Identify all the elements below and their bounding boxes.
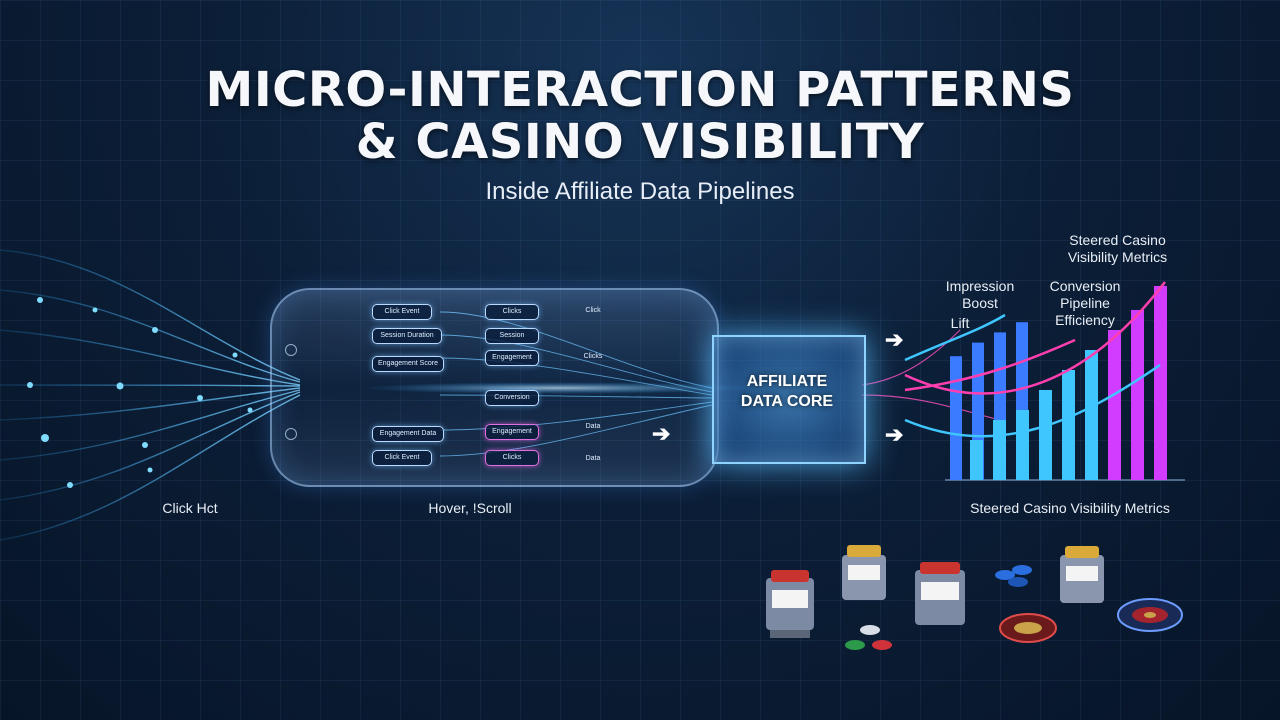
slot-machine-icon <box>766 570 814 638</box>
slot-machine-icon <box>915 562 965 625</box>
core-label: AFFILIATE DATA CORE <box>712 372 862 412</box>
core-label-line1: AFFILIATE <box>746 373 828 390</box>
pipeline-node: Clicks <box>485 450 539 466</box>
affiliate-data-core <box>712 335 866 464</box>
trend-line <box>904 363 1161 438</box>
pipeline-node: Data <box>585 455 601 462</box>
trend-line <box>904 313 1006 362</box>
pipeline-node: Session Duration <box>372 328 442 344</box>
port-icon <box>285 428 297 440</box>
chart-bar <box>1062 370 1075 480</box>
pipeline-node: Click <box>585 307 601 314</box>
pipeline-node: Click Event <box>372 304 432 320</box>
pipeline-node: Data <box>585 423 601 430</box>
arrow-right-icon: ➔ <box>885 422 904 447</box>
casino-chips-icon <box>845 625 892 650</box>
lift-label: Lift <box>950 315 970 331</box>
chart-bar <box>970 440 983 480</box>
metrics-bottom-label: Steered Casino Visibility Metrics <box>970 500 1170 516</box>
arrow-right-icon: ➔ <box>652 421 671 446</box>
main-title-line2: & CASINO VISIBILITY <box>355 114 925 170</box>
roulette-wheel-icon <box>999 613 1057 643</box>
chart-bar <box>1131 310 1144 480</box>
input-label-hover-scroll: Hover, !Scroll <box>428 500 512 516</box>
chart-bar <box>950 356 962 480</box>
pipeline-node: Engagement <box>485 424 539 440</box>
slot-machine-icon <box>842 545 886 600</box>
input-label-click: Click Hct <box>162 500 218 516</box>
pipeline-node: Click Event <box>372 450 432 466</box>
pipeline-node: Clicks <box>485 304 539 320</box>
roulette-wheel-icon <box>1117 598 1183 632</box>
pipeline-node: Conversion <box>485 390 539 406</box>
subtitle: Inside Affiliate Data Pipelines <box>485 178 795 205</box>
chart-bar <box>1085 350 1098 480</box>
trend-line <box>904 281 1166 395</box>
pipeline-node: Engagement <box>485 350 539 366</box>
pipeline-node: Session <box>485 328 539 344</box>
pipeline-node: Engagement Data <box>372 426 444 442</box>
core-label-line2: DATA CORE <box>740 393 834 410</box>
main-title-line1: MICRO-INTERACTION PATTERNS <box>205 62 1075 118</box>
slot-machine-icon <box>1060 546 1104 603</box>
pipeline-node: Clicks <box>583 353 603 360</box>
port-icon <box>285 344 297 356</box>
chart-bar <box>1108 330 1121 480</box>
metrics-top-label: Steered Casino Visibility Metrics <box>1067 232 1168 265</box>
chart-bar <box>1039 390 1052 480</box>
pipeline-node: Engagement Score <box>372 356 444 372</box>
conversion-efficiency-label: Conversion Pipeline Efficiency <box>1049 278 1121 328</box>
arrow-right-icon: ➔ <box>885 327 904 352</box>
chart-bar <box>1016 410 1029 480</box>
chart-bar <box>1154 286 1167 480</box>
impression-boost-label: Impression Boost <box>945 278 1015 311</box>
casino-chips-icon <box>995 565 1032 587</box>
